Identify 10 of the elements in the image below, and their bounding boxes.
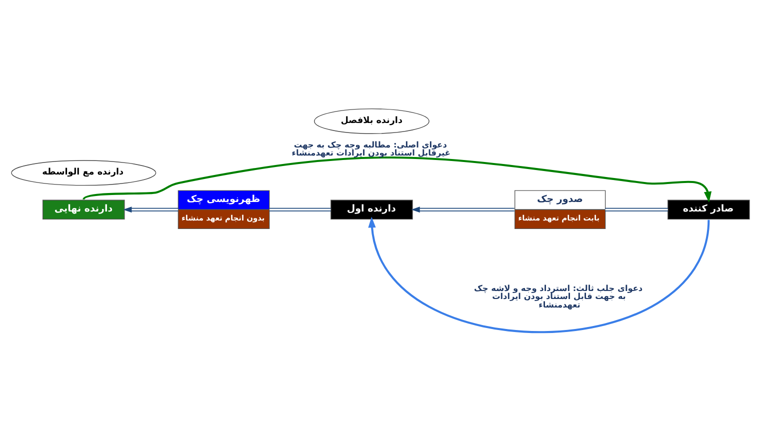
- arrow: [411, 206, 515, 213]
- arrow: [368, 216, 710, 333]
- connector: [269, 208, 332, 212]
- arrow: [83, 156, 712, 202]
- node-ellipse: دارنده مع الواسطه: [11, 160, 156, 186]
- node-ellipse: دارنده بلافصل: [314, 108, 430, 134]
- edge-label: دعوای اصلی: مطالبه وجه چک به جهت غیرقابل استناد بودن ایرادات تعهدمنشاء: [292, 139, 451, 158]
- arrow: [123, 206, 178, 213]
- edge-label: دعوای جلب ثالث: استرداد وجه و لاشه چک به جهت قابل استناد بودن ایرادات تعهدمنشاء: [474, 282, 643, 310]
- connector: [604, 208, 668, 212]
